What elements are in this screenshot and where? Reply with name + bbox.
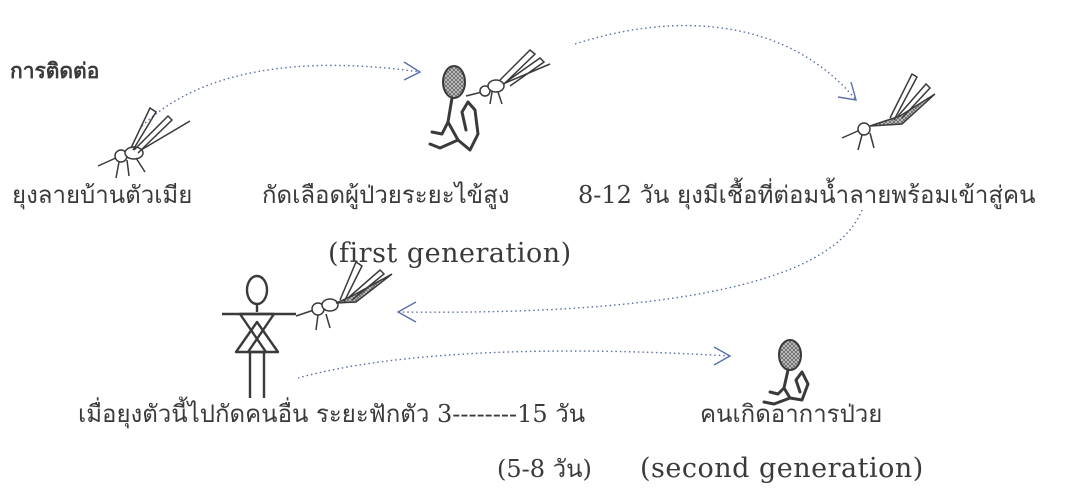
label-stage3: 8-12 วัน ยุงมีเชื้อที่ต่อมน้ำลายพร้อมเข้… [578, 181, 1036, 209]
label-second-generation: (second generation) [640, 453, 924, 484]
label-stage1: ยุงลายบ้านตัวเมีย [12, 181, 193, 209]
arrow-stage3-to-stage4 [396, 209, 863, 323]
mosquito-icon [97, 106, 191, 179]
label-stage5: คนเกิดอาการป่วย [700, 400, 883, 428]
arrow-stage2-to-stage3 [574, 24, 857, 101]
label-first-generation: (first generation) [328, 238, 572, 269]
diagram-title: การติดต่อ [10, 58, 100, 83]
arrow-stage4-to-stage5 [297, 346, 732, 379]
sick-person-icon [762, 339, 810, 406]
label-stage2: กัดเลือดผู้ป่วยระยะไข้สูง [262, 181, 510, 209]
mosquito-icon [295, 260, 393, 331]
sick-person-icon [428, 65, 480, 152]
mosquito-icon [841, 72, 936, 151]
mosquito-icon [465, 48, 551, 105]
standing-person-icon [222, 274, 296, 398]
arrow-stage1-to-stage2 [141, 61, 422, 127]
label-stage4: เมื่อยุงตัวนี้ไปกัดคนอื่น ระยะฟักตัว 3--… [78, 400, 586, 428]
label-incubation-range: (5-8 วัน) [497, 455, 592, 483]
